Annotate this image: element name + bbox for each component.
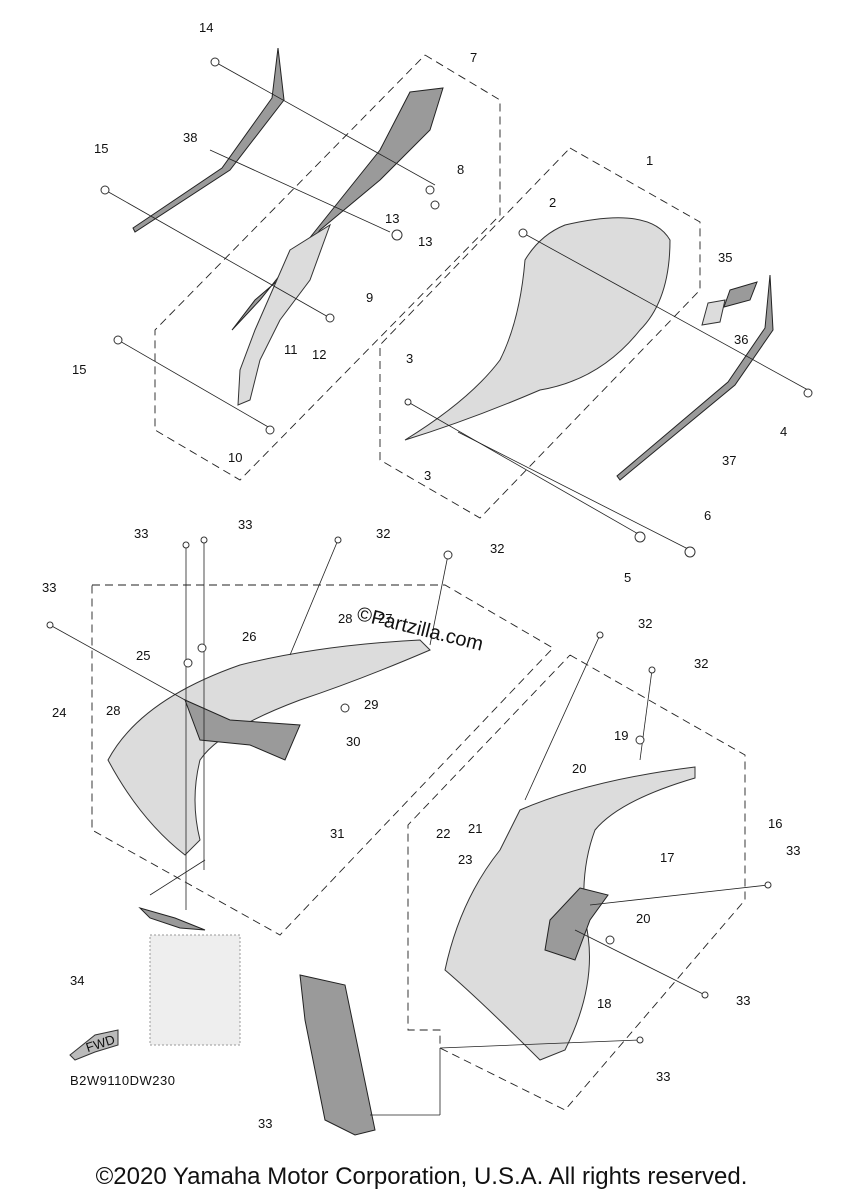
callout-27: 27 xyxy=(378,611,392,626)
callout-37: 36 xyxy=(734,332,748,347)
callout-3: 3 xyxy=(406,351,413,366)
callout-1: 1 xyxy=(646,153,653,168)
callout-20: 20 xyxy=(636,911,650,926)
callout-32: 32 xyxy=(376,526,390,541)
side-cover-panel-1 xyxy=(404,217,671,441)
callout-33: 33 xyxy=(736,993,750,1008)
callout-32: 32 xyxy=(638,616,652,631)
callout-17: 17 xyxy=(660,850,674,865)
upper-side-panel-stripe-39 xyxy=(132,47,285,233)
callout-19: 19 xyxy=(614,728,628,743)
drawing-code: B2W9110DW230 xyxy=(70,1073,176,1088)
callout-25: 25 xyxy=(136,648,150,663)
callout-34: 33 xyxy=(258,1116,272,1131)
inner-panel-bracket xyxy=(231,87,444,406)
callout-31: 31 xyxy=(330,826,344,841)
callout-32: 32 xyxy=(490,541,504,556)
leader-lines xyxy=(49,61,809,1116)
front-cowling-24 xyxy=(107,639,431,856)
callout-labels: 1 2 3 3 4 5 6 7 8 9 10 11 12 13 13 14 15… xyxy=(42,20,800,1131)
callout-33: 33 xyxy=(656,1069,670,1084)
callout-9: 9 xyxy=(366,290,373,305)
callout-29: 29 xyxy=(364,697,378,712)
assembly-group-1 xyxy=(379,147,701,519)
fwd-arrow: FWD xyxy=(69,1029,119,1061)
copyright-notice: ©2020 Yamaha Motor Corporation, U.S.A. A… xyxy=(95,1163,748,1190)
callout-30: 30 xyxy=(346,734,360,749)
callout-5: 5 xyxy=(624,570,631,585)
callout-3: 3 xyxy=(424,468,431,483)
fasteners xyxy=(46,57,813,1044)
callout-24: 24 xyxy=(52,705,66,720)
air-duct-34 xyxy=(299,974,376,1136)
callout-33: 33 xyxy=(786,843,800,858)
callout-22: 22 xyxy=(436,826,450,841)
callout-26: 26 xyxy=(242,629,256,644)
callout-36: 35 xyxy=(718,250,732,265)
callout-8: 8 xyxy=(457,162,464,177)
fwd-label: FWD xyxy=(84,1032,117,1055)
callout-16: 16 xyxy=(768,816,782,831)
callout-12: 12 xyxy=(312,347,326,362)
callout-13: 13 xyxy=(418,234,432,249)
duct-35 xyxy=(138,906,241,1046)
callout-23: 23 xyxy=(458,852,472,867)
callout-7: 7 xyxy=(470,50,477,65)
callout-32: 32 xyxy=(694,656,708,671)
callout-18: 18 xyxy=(597,996,611,1011)
callout-33: 33 xyxy=(42,580,56,595)
callout-10: 10 xyxy=(228,450,242,465)
callout-38: 37 xyxy=(722,453,736,468)
side-fairing-16 xyxy=(444,766,696,1061)
callout-14: 14 xyxy=(199,20,213,35)
emblem-37 xyxy=(701,299,726,326)
assembly-group-24 xyxy=(91,584,554,936)
callout-33: 33 xyxy=(134,526,148,541)
callout-21: 21 xyxy=(468,821,482,836)
callout-4: 4 xyxy=(780,424,787,439)
callout-13: 13 xyxy=(385,211,399,226)
callout-15: 15 xyxy=(72,362,86,377)
callout-35: 34 xyxy=(70,973,84,988)
assembly-group-16 xyxy=(407,654,746,1111)
callout-28: 28 xyxy=(338,611,352,626)
callout-39: 38 xyxy=(183,130,197,145)
callout-2: 2 xyxy=(549,195,556,210)
callout-15: 15 xyxy=(94,141,108,156)
callout-6: 6 xyxy=(704,508,711,523)
emblem-36 xyxy=(723,281,758,308)
callout-20: 20 xyxy=(572,761,586,776)
callout-28: 28 xyxy=(106,703,120,718)
assembly-group-7 xyxy=(154,54,501,481)
lower-side-stripe-38 xyxy=(616,274,774,481)
callout-33: 33 xyxy=(238,517,252,532)
callout-11: 11 xyxy=(284,342,298,357)
